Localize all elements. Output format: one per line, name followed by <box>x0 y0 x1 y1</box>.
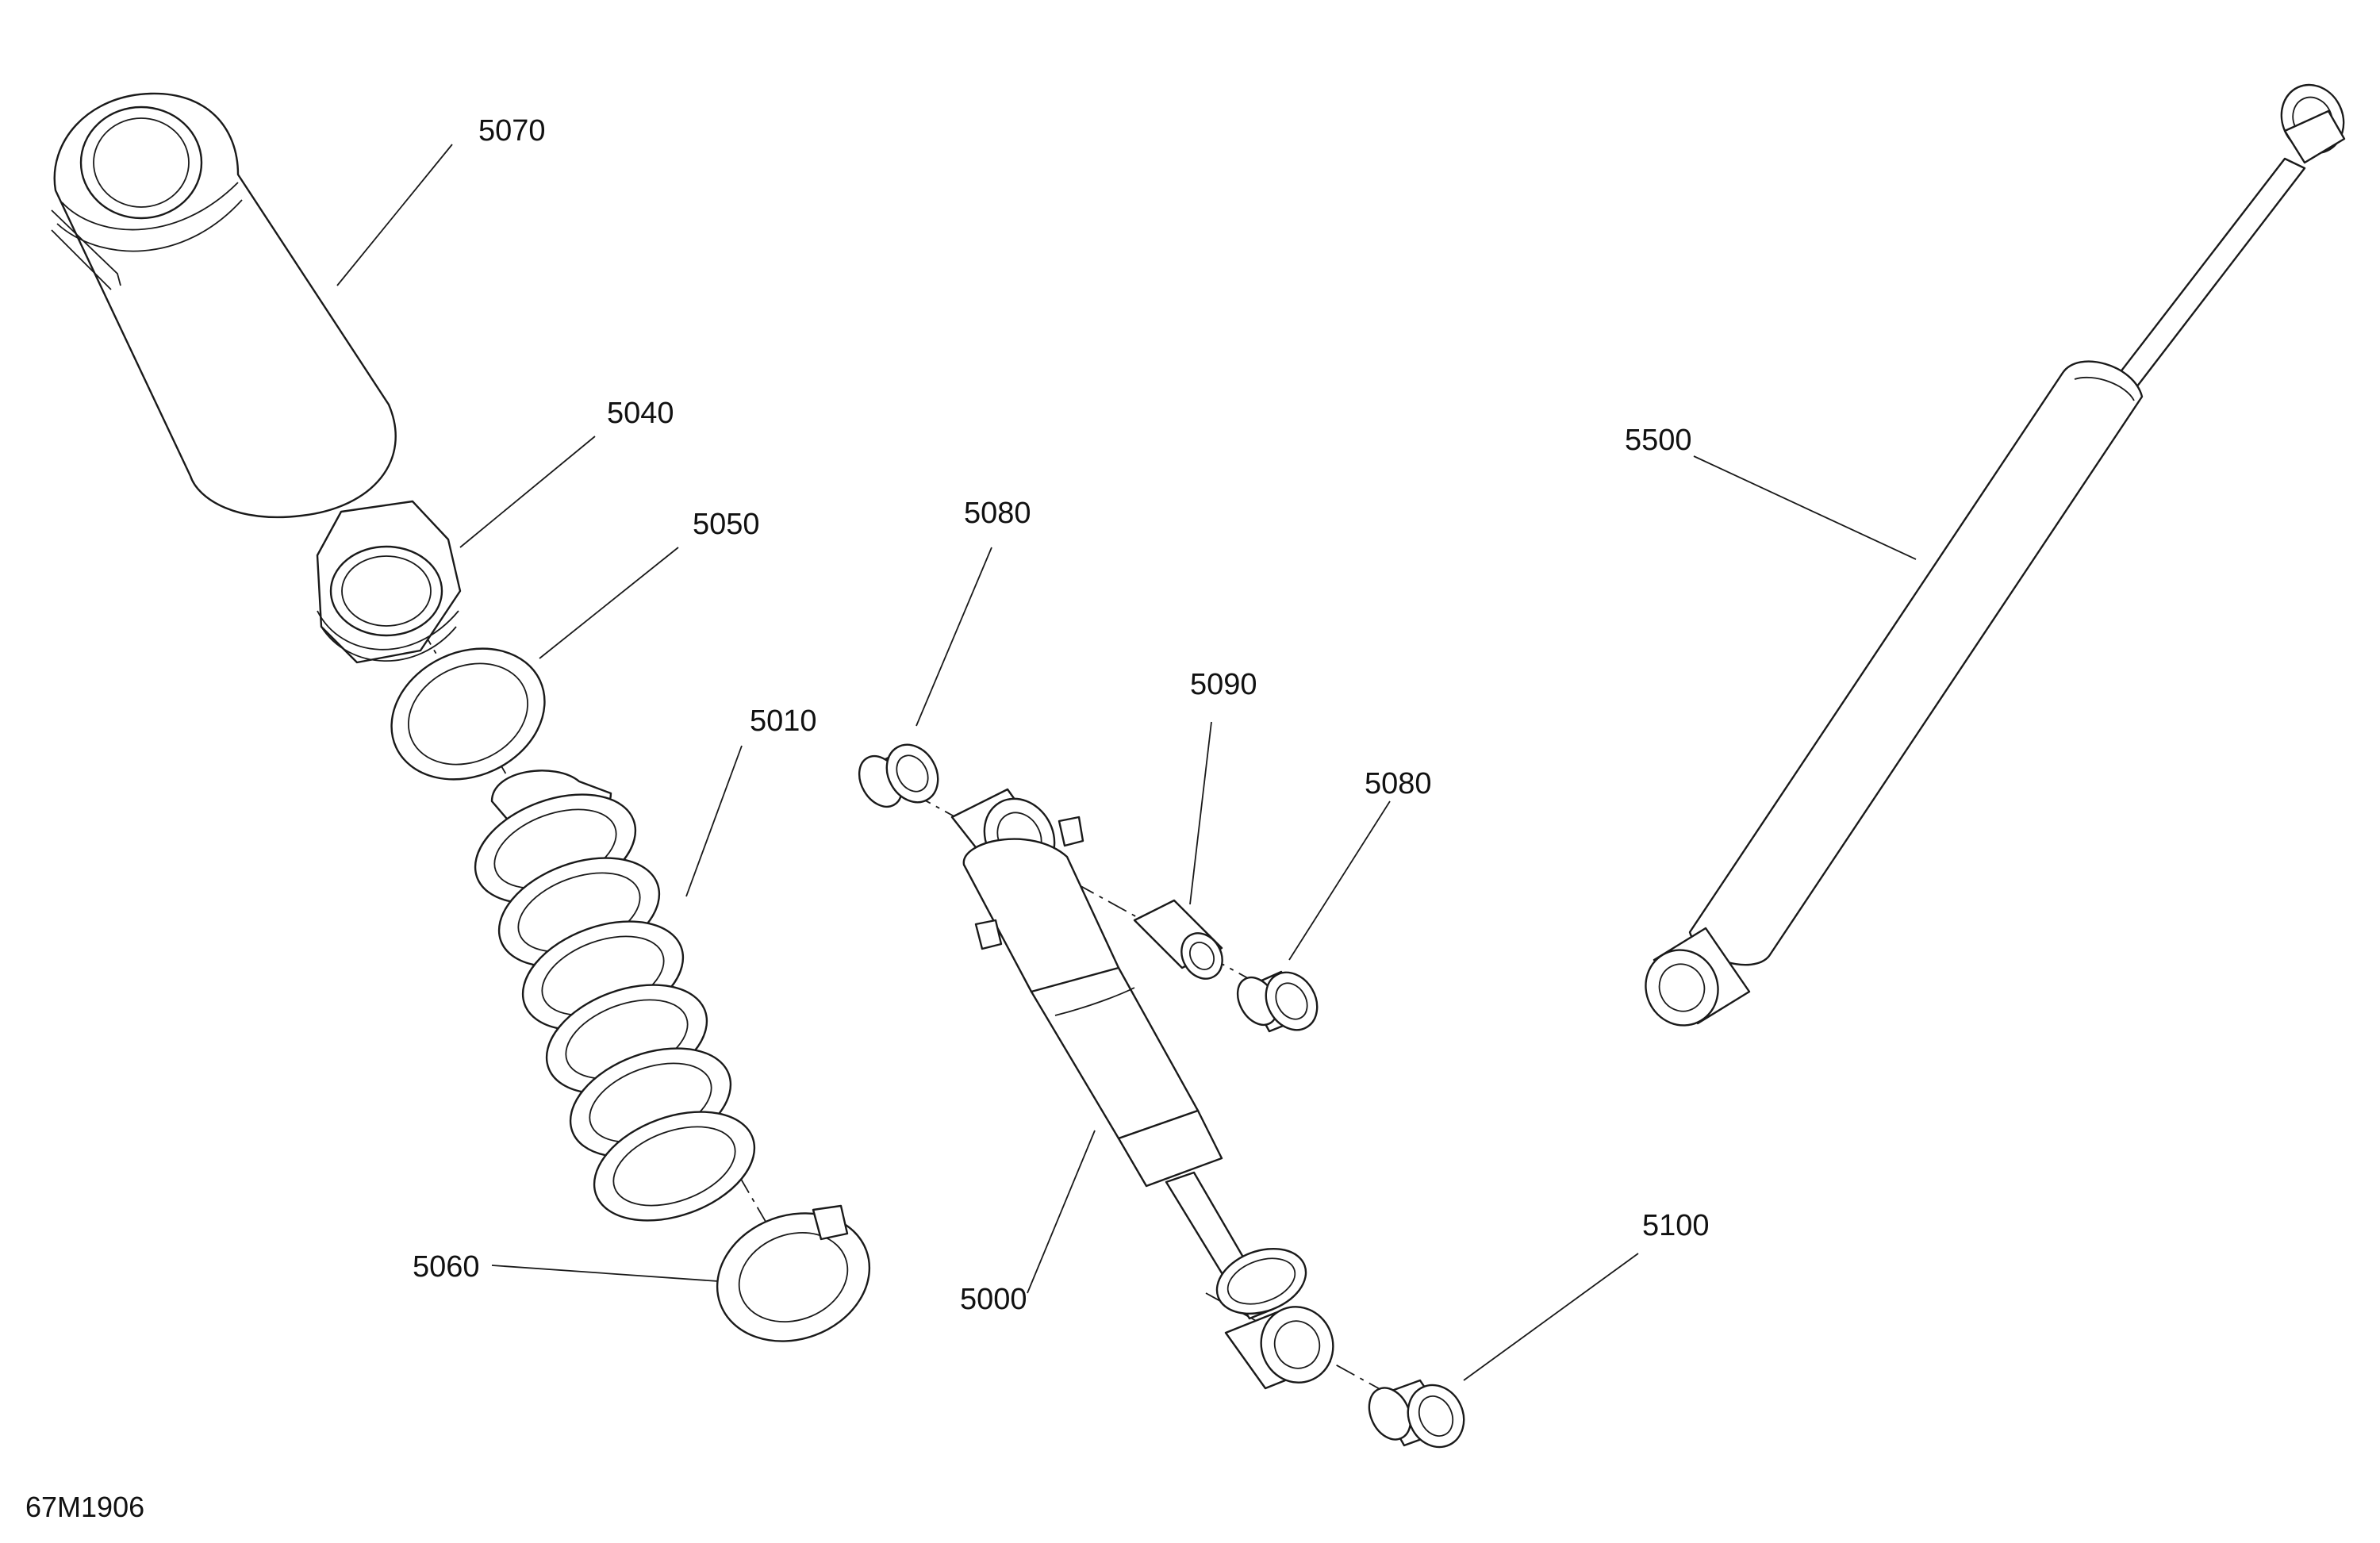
boot-5070[interactable] <box>51 92 397 519</box>
callout-5040: 5040 <box>607 397 674 430</box>
callout-5070: 5070 <box>478 114 546 148</box>
spring-retainer-bottom-5060[interactable] <box>699 1192 888 1362</box>
callout-5000: 5000 <box>960 1283 1027 1316</box>
spring-5010[interactable] <box>460 770 770 1241</box>
callout-5060: 5060 <box>413 1250 480 1284</box>
bushing-upper-left-5080[interactable] <box>850 735 948 814</box>
bushing-lower-5100[interactable] <box>1361 1376 1474 1456</box>
callout-5010: 5010 <box>750 704 817 738</box>
bushing-upper-right-5080[interactable] <box>1230 963 1327 1039</box>
callout-labels: 5070 5040 5050 5010 5060 5080 5090 5080 … <box>413 114 1710 1316</box>
callout-5080-left: 5080 <box>964 497 1031 530</box>
shock-absorber-5000[interactable] <box>950 786 1344 1393</box>
leader-lines <box>336 144 1917 1381</box>
shock-absorber-gas-5500[interactable] <box>1633 75 2355 1037</box>
figure-id: 67M1906 <box>25 1491 144 1523</box>
callout-5090: 5090 <box>1190 668 1257 701</box>
spacer-5090[interactable] <box>1133 899 1230 986</box>
spring-retainer-top-5040[interactable] <box>316 500 462 664</box>
callout-5500: 5500 <box>1625 424 1692 457</box>
callout-5100: 5100 <box>1642 1209 1710 1242</box>
callout-5050: 5050 <box>693 508 760 541</box>
callout-5080-right: 5080 <box>1365 767 1432 800</box>
spring-washer-5050[interactable] <box>370 624 566 804</box>
